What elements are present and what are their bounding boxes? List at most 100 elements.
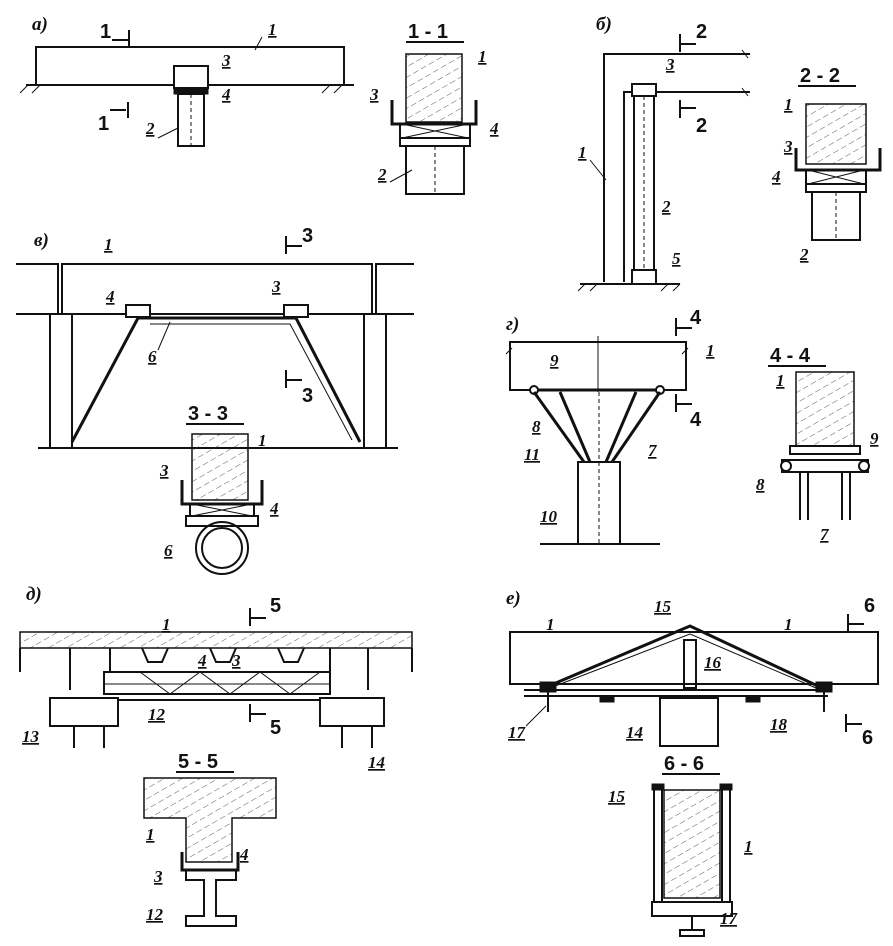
section-2-2: 2 - 2 1 3 4 2 xyxy=(771,65,882,264)
callout-3: 3 xyxy=(271,277,281,296)
cut-mark-e-top: 6 xyxy=(864,595,875,617)
callout-4: 4 xyxy=(221,85,231,104)
panel-v-label: в) xyxy=(34,230,49,251)
panel-e-label: е) xyxy=(506,588,521,609)
callout-9: 9 xyxy=(870,429,879,448)
post-16 xyxy=(683,639,697,689)
frame-b xyxy=(603,53,750,282)
callout-1: 1 xyxy=(104,235,113,254)
callout-1: 1 xyxy=(546,615,555,634)
callout-1: 1 xyxy=(706,341,715,360)
callout-1: 1 xyxy=(784,95,793,114)
callout-5: 5 xyxy=(672,249,681,268)
callout-2: 2 xyxy=(661,197,671,216)
callout-17: 17 xyxy=(720,909,739,928)
callout-14: 14 xyxy=(368,753,385,772)
ibeam-12 xyxy=(185,869,237,927)
cut-mark-a-top: 1 xyxy=(100,21,111,43)
callout-4: 4 xyxy=(105,287,115,306)
cut-mark-d-bottom: 5 xyxy=(270,717,281,739)
callout-7: 7 xyxy=(820,525,830,544)
callout-12: 12 xyxy=(148,705,166,724)
beam-section-4-4 xyxy=(795,371,855,447)
cut-mark-b-top: 2 xyxy=(696,21,707,43)
callout-3: 3 xyxy=(159,461,169,480)
callout-8: 8 xyxy=(756,475,765,494)
callout-4: 4 xyxy=(269,499,279,518)
panel-d: д) 5 5 1 4 3 12 13 14 xyxy=(19,584,413,772)
callout-3: 3 xyxy=(369,85,379,104)
panel-b-label: б) xyxy=(596,14,612,35)
section-5-5-title: 5 - 5 xyxy=(178,751,218,773)
cut-mark-d-top: 5 xyxy=(270,595,281,617)
section-4-4: 4 - 4 1 9 8 7 xyxy=(756,345,879,544)
callout-8: 8 xyxy=(532,417,541,436)
callout-1: 1 xyxy=(578,143,587,162)
callout-17: 17 xyxy=(508,723,527,742)
callout-12: 12 xyxy=(146,905,164,924)
cap-b xyxy=(631,83,657,97)
callout-3: 3 xyxy=(783,137,793,156)
callout-3: 3 xyxy=(153,867,163,886)
section-5-5: 5 - 5 1 4 3 12 xyxy=(143,751,277,927)
callout-3: 3 xyxy=(221,51,231,70)
callout-4: 4 xyxy=(771,167,781,186)
support-13 xyxy=(49,697,119,727)
beam-section-2-2 xyxy=(805,103,867,165)
callout-1: 1 xyxy=(258,431,267,450)
callout-1: 1 xyxy=(478,47,487,66)
cut-mark-a-bottom: 1 xyxy=(98,113,109,135)
panel-a-label: а) xyxy=(32,14,48,35)
panel-g: г) 4 4 1 9 8 11 7 10 xyxy=(505,307,715,545)
slab-d xyxy=(19,631,413,649)
callout-14: 14 xyxy=(626,723,643,742)
callout-13: 13 xyxy=(22,727,40,746)
beam-v xyxy=(61,263,373,315)
callout-11: 11 xyxy=(524,445,540,464)
cap-a xyxy=(173,65,209,89)
cut-mark-v-bottom: 3 xyxy=(302,385,313,407)
tbeam-section-5-5 xyxy=(143,777,277,863)
callout-18: 18 xyxy=(770,715,788,734)
beam-e xyxy=(509,631,879,685)
support-14 xyxy=(319,697,385,727)
panel-b: б) 2 2 3 1 2 5 xyxy=(577,14,750,292)
panel-a: а) 1 1 1 3 4 2 xyxy=(19,14,354,147)
callout-3: 3 xyxy=(231,651,241,670)
callout-16: 16 xyxy=(704,653,722,672)
callout-2: 2 xyxy=(145,119,155,138)
panel-g-label: г) xyxy=(506,314,519,335)
cut-mark-g-top: 4 xyxy=(690,307,702,329)
callout-3: 3 xyxy=(665,55,675,74)
callout-4: 4 xyxy=(489,119,499,138)
section-2-2-title: 2 - 2 xyxy=(800,65,840,87)
beam-section-3-3 xyxy=(191,433,249,501)
pipe-6 xyxy=(195,521,249,575)
truss-d xyxy=(103,671,331,695)
section-1-1: 1 - 1 1 3 4 2 xyxy=(369,21,499,195)
callout-4: 4 xyxy=(239,845,249,864)
section-4-4-title: 4 - 4 xyxy=(770,345,811,367)
section-3-3: 3 - 3 1 3 4 6 xyxy=(159,403,279,575)
callout-1: 1 xyxy=(146,825,155,844)
callout-9: 9 xyxy=(550,351,559,370)
callout-1: 1 xyxy=(784,615,793,634)
callout-1: 1 xyxy=(744,837,753,856)
callout-10: 10 xyxy=(540,507,558,526)
panel-d-label: д) xyxy=(26,584,42,605)
callout-2: 2 xyxy=(799,245,809,264)
callout-7: 7 xyxy=(648,441,658,460)
cut-mark-v-top: 3 xyxy=(302,225,313,247)
callout-15: 15 xyxy=(608,787,626,806)
callout-4: 4 xyxy=(197,651,207,670)
column-g xyxy=(577,461,621,545)
callout-6: 6 xyxy=(164,541,173,560)
panel-v: в) 3 3 1 4 3 6 xyxy=(16,225,414,449)
callout-1: 1 xyxy=(268,20,277,39)
section-3-3-title: 3 - 3 xyxy=(188,403,228,425)
beam-section-1-1 xyxy=(405,53,463,123)
callout-6: 6 xyxy=(148,347,157,366)
callout-1: 1 xyxy=(776,371,785,390)
callout-1: 1 xyxy=(162,615,171,634)
